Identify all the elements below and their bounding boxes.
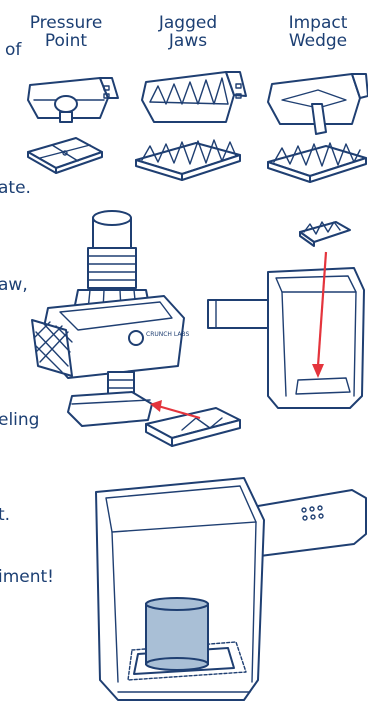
sliding-plate-insert [146, 408, 240, 446]
lower-container [96, 478, 366, 700]
pressure-point-plate [28, 138, 102, 173]
impact-wedge-plate [268, 143, 366, 182]
pressure-point-attachment [28, 78, 118, 122]
jagged-jaws-plate [136, 140, 240, 180]
device-badge-text: CRUNCH LABS [146, 331, 189, 338]
upper-container [208, 268, 364, 408]
falling-plate [300, 222, 350, 246]
jagged-jaws-attachment [142, 72, 246, 122]
impact-wedge-attachment [268, 74, 368, 134]
insert-arrow [150, 400, 200, 418]
crunch-press-device: CRUNCH LABS [32, 211, 189, 426]
device-badge: CRUNCH LABS [146, 331, 189, 338]
